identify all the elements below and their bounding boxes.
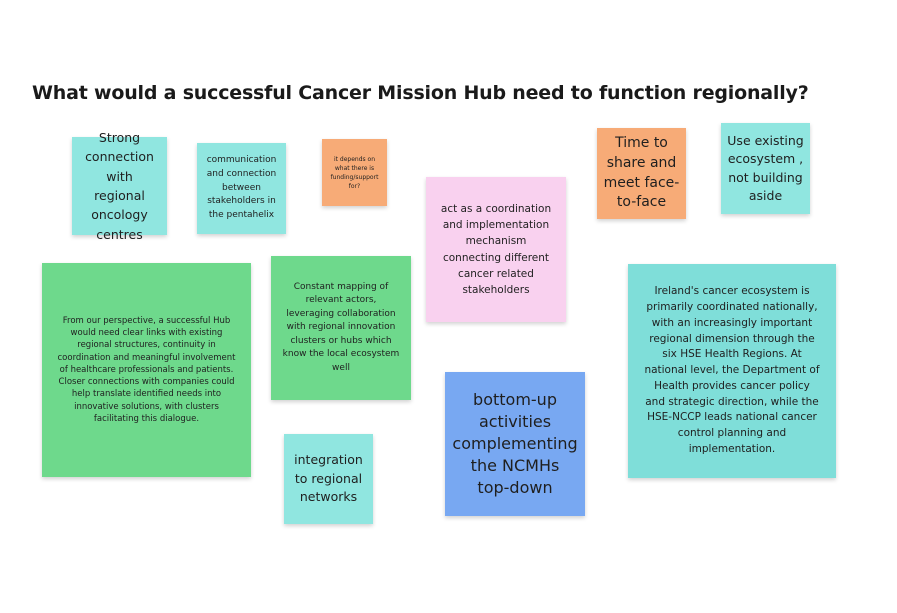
sticky-note-text: act as a coordination and implementation… xyxy=(440,202,552,297)
sticky-note-text: Constant mapping of relevant actors, lev… xyxy=(282,281,400,373)
sticky-note-text: From our perspective, a successful Hub w… xyxy=(57,315,236,425)
sticky-note-text: it depends on what there is funding/supp… xyxy=(330,155,379,190)
sticky-note-existing-ecosystem[interactable]: Use existing ecosystem , not building as… xyxy=(721,123,810,214)
sticky-note-text: Time to share and meet face-to-face xyxy=(603,135,680,211)
sticky-note-regional-networks[interactable]: integration to regional networks xyxy=(284,434,373,524)
sticky-note-oncology-centres[interactable]: Strong connection with regional oncology… xyxy=(72,130,167,242)
sticky-note-text: Strong connection with regional oncology… xyxy=(85,129,154,242)
sticky-note-text: Use existing ecosystem , not building as… xyxy=(727,133,804,203)
sticky-note-text: integration to regional networks xyxy=(294,451,363,505)
sticky-note-our-perspective[interactable]: From our perspective, a successful Hub w… xyxy=(42,263,251,477)
sticky-note-coordination-mechanism[interactable]: act as a coordination and implementation… xyxy=(426,177,566,322)
sticky-note-text: communication and connection between sta… xyxy=(206,154,277,221)
sticky-note-constant-mapping[interactable]: Constant mapping of relevant actors, lev… xyxy=(271,256,411,400)
board-title: What would a successful Cancer Mission H… xyxy=(32,82,809,104)
sticky-note-ireland-ecosystem[interactable]: Ireland's cancer ecosystem is primarily … xyxy=(628,264,836,478)
sticky-note-funding[interactable]: it depends on what there is funding/supp… xyxy=(322,139,387,206)
sticky-note-bottom-up[interactable]: bottom-up activities complementing the N… xyxy=(445,372,585,516)
sticky-note-text: bottom-up activities complementing the N… xyxy=(452,389,578,498)
sticky-note-text: Ireland's cancer ecosystem is primarily … xyxy=(644,285,820,455)
sticky-note-pentahelix[interactable]: communication and connection between sta… xyxy=(197,143,286,234)
sticky-note-face-to-face[interactable]: Time to share and meet face-to-face xyxy=(597,128,686,219)
